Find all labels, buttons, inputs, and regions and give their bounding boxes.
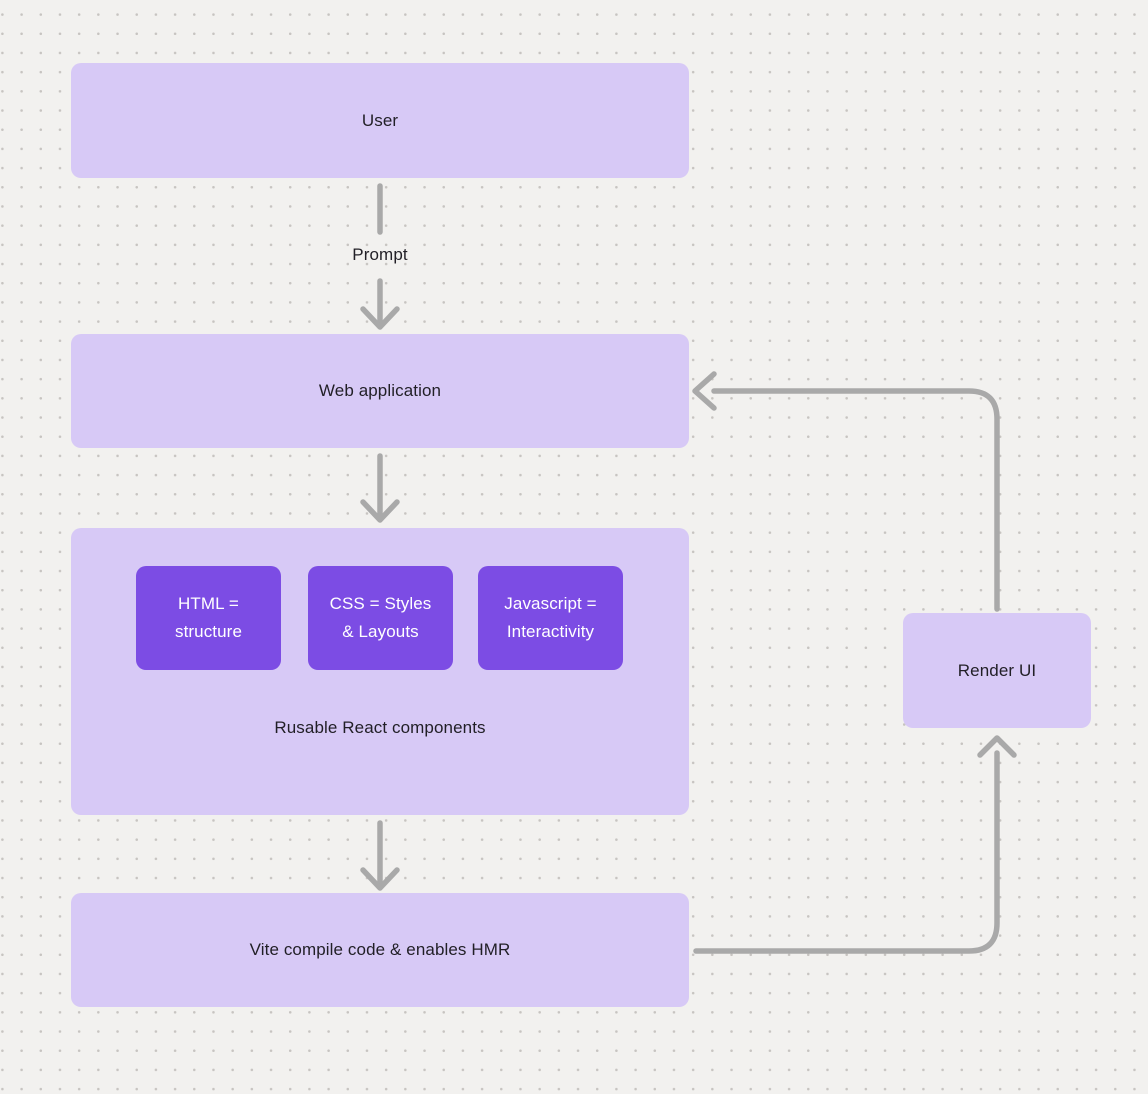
chip-css-label: CSS = Styles & Layouts <box>329 594 432 641</box>
arrowhead-down-user-to-webapp <box>360 306 400 330</box>
chip-html[interactable]: HTML = structure <box>136 566 281 670</box>
arrowhead-down-components-to-vite <box>360 867 400 891</box>
chip-css[interactable]: CSS = Styles & Layouts <box>308 566 453 670</box>
node-components-group[interactable]: HTML = structure CSS = Styles & Layouts … <box>71 528 689 815</box>
node-render-ui[interactable]: Render UI <box>903 613 1091 728</box>
node-render-ui-label: Render UI <box>957 660 1037 680</box>
connector-vite-to-render-ui <box>693 750 1000 954</box>
chip-javascript-label: Javascript = Interactivity <box>504 594 597 641</box>
node-user-label: User <box>361 110 399 130</box>
node-web-application[interactable]: Web application <box>71 334 689 448</box>
node-vite-label: Vite compile code & enables HMR <box>249 940 511 959</box>
node-user[interactable]: User <box>71 63 689 178</box>
node-vite[interactable]: Vite compile code & enables HMR <box>71 893 689 1007</box>
chip-javascript[interactable]: Javascript = Interactivity <box>478 566 623 670</box>
components-group-caption: Rusable React components <box>274 718 486 737</box>
arrowhead-down-webapp-to-components <box>360 499 400 523</box>
arrowhead-up-vite-to-render-ui <box>977 735 1017 758</box>
edge-label-prompt: Prompt <box>352 245 408 264</box>
node-web-application-label: Web application <box>318 381 442 400</box>
connector-render-ui-to-webapp <box>711 388 1000 612</box>
arrowhead-left-render-ui-to-webapp <box>692 371 717 411</box>
chip-html-label: HTML = structure <box>174 594 243 641</box>
